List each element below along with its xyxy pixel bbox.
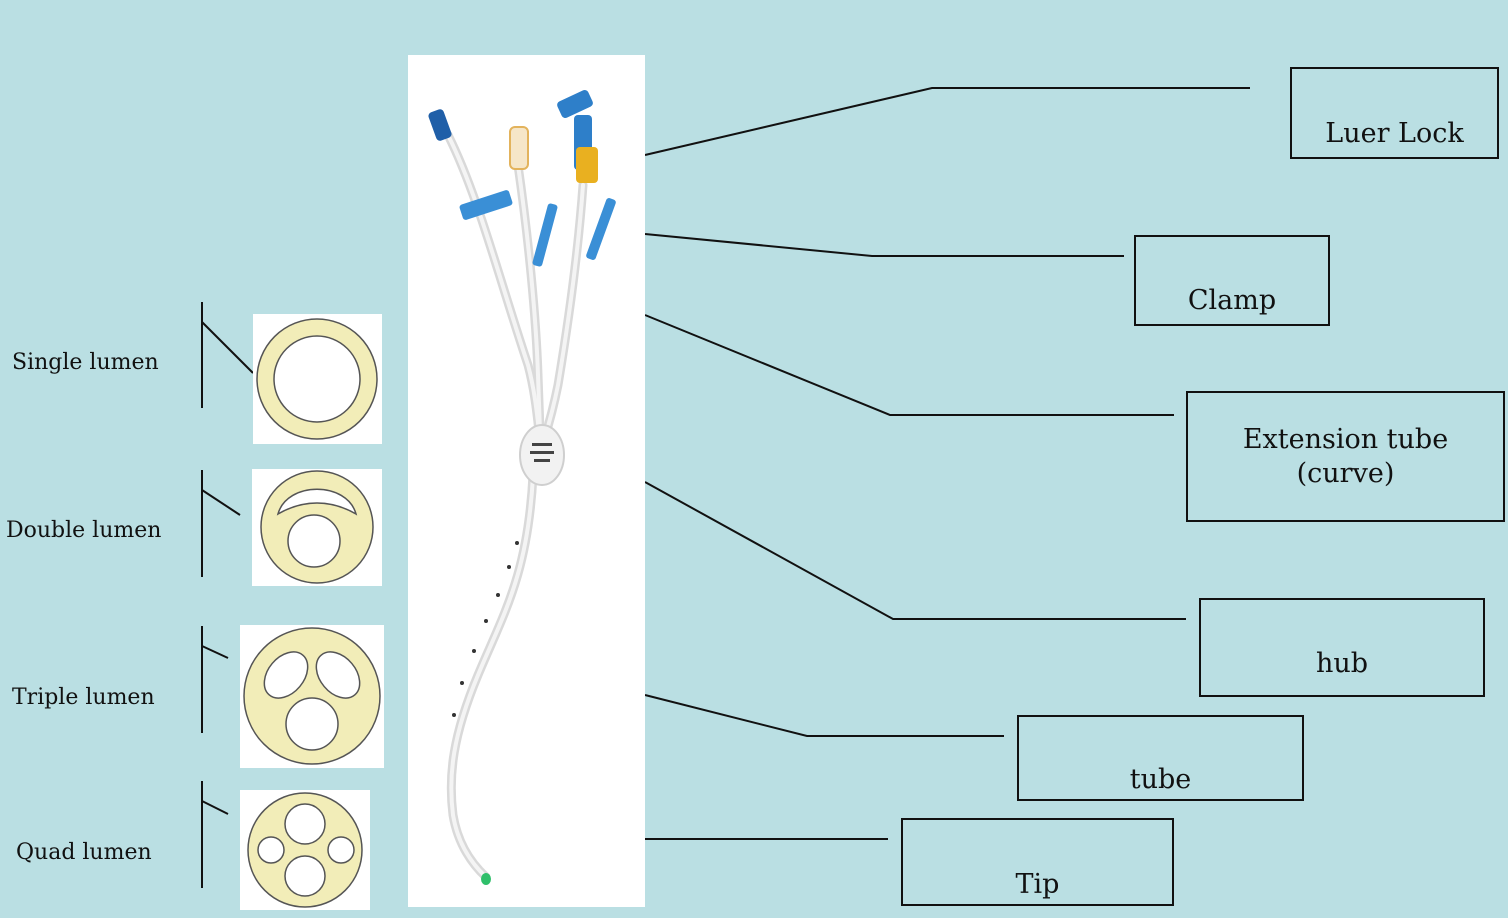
double-lumen-cross-section [252, 469, 382, 586]
luer-lock-leader [644, 87, 1250, 156]
tip-shape [481, 873, 491, 885]
tube-leader [644, 694, 1004, 737]
luer-lock-label: Luer Lock [1290, 67, 1499, 159]
luer-lock-connectors [428, 89, 598, 183]
double-lumen-label: Double lumen [6, 518, 162, 543]
triple-lumen-cross-section [240, 625, 384, 768]
triple-lumen-label: Triple lumen [12, 685, 155, 710]
clamps [459, 190, 616, 267]
extension-line-1 [443, 130, 545, 445]
single-lumen-cross-section [253, 314, 382, 444]
clamp-leader [644, 233, 1124, 257]
catheter-image [408, 55, 645, 907]
quad-lumen-cross-section [240, 790, 370, 910]
clamp-label: Clamp [1134, 235, 1330, 326]
hub-leader [644, 481, 1186, 620]
hub-shape [519, 424, 565, 486]
quad-lumen-label: Quad lumen [16, 840, 152, 865]
single-lumen-label: Single lumen [12, 350, 159, 375]
tube-label: tube [1017, 715, 1304, 801]
extension-tube-label: Extension tube (curve) [1186, 391, 1505, 522]
tip-label: Tip [901, 818, 1174, 906]
extension-tube-leader [644, 314, 1174, 416]
main-tube [446, 470, 538, 882]
hub-label: hub [1199, 598, 1485, 697]
